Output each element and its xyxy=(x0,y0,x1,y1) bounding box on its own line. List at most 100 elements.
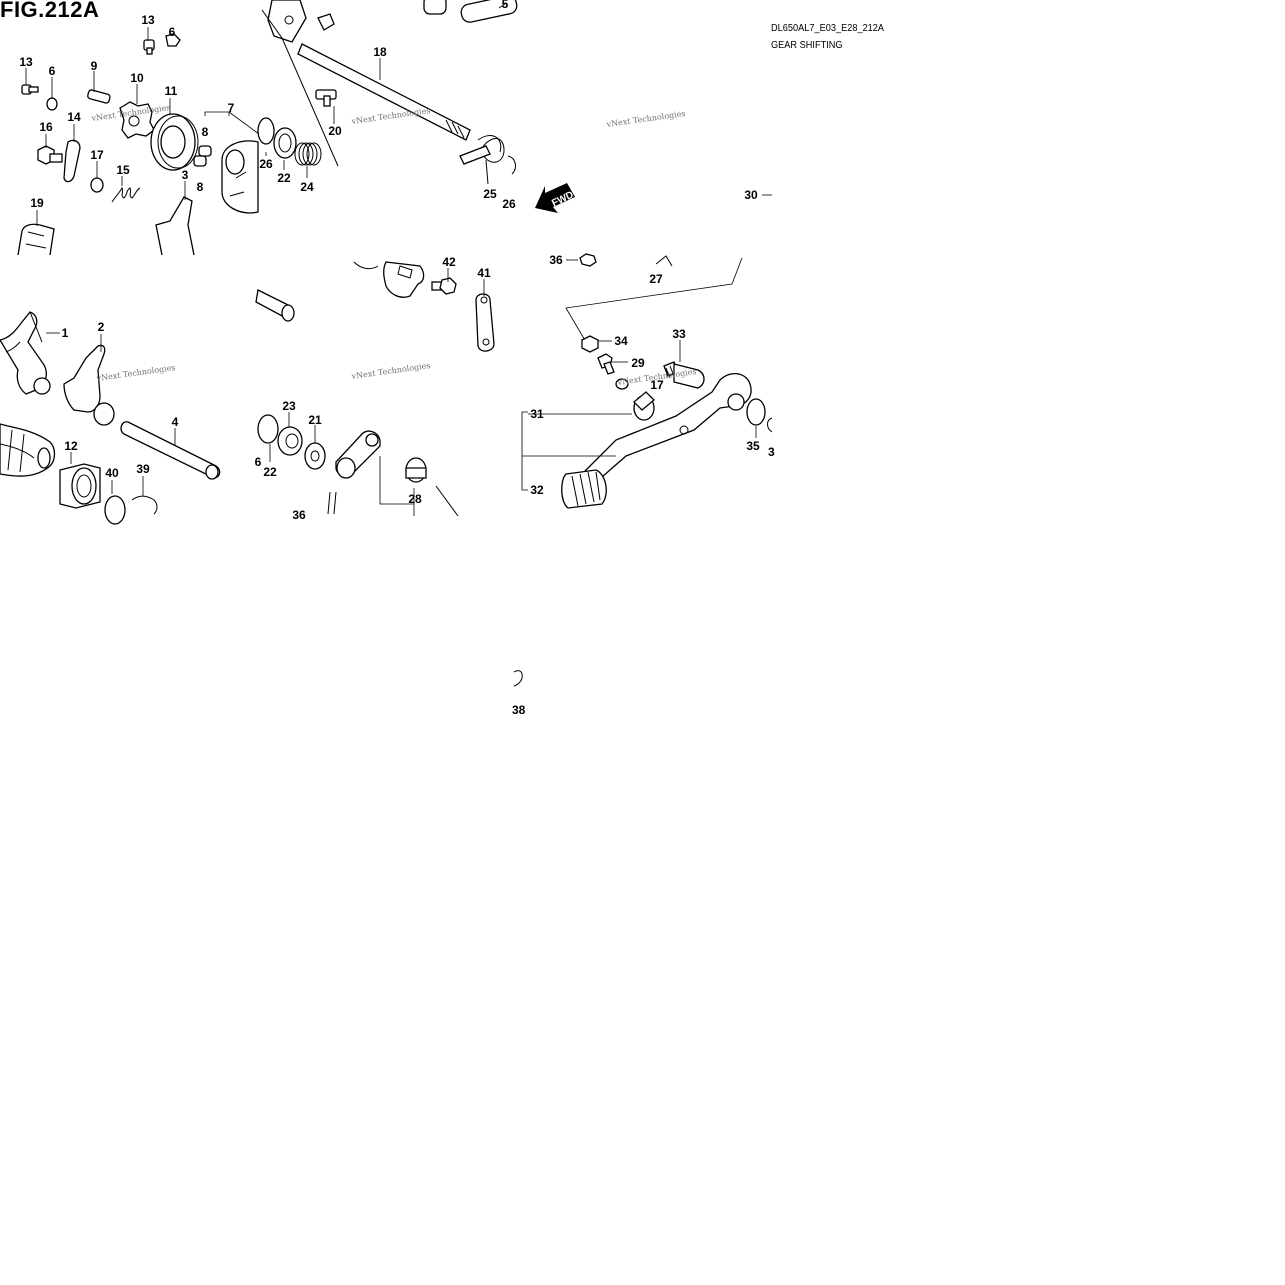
callout-21: 21 xyxy=(308,413,322,427)
stopper-arm-part xyxy=(63,139,81,183)
callout-2: 2 xyxy=(98,320,105,334)
callout-30: 30 xyxy=(744,188,758,202)
callout-23: 23 xyxy=(282,399,296,413)
watermark-text: vNext Technologies xyxy=(605,109,686,129)
tile-top-middle xyxy=(257,0,518,185)
fork-shaft-part xyxy=(120,421,221,480)
tile-middle-left xyxy=(0,311,221,525)
callout-36: 36 xyxy=(292,508,306,522)
gearshift-lever-part xyxy=(578,373,752,485)
shift-arm-clamp-part xyxy=(383,261,425,298)
bolt-part xyxy=(37,145,63,165)
pivot-bolt-part xyxy=(663,361,705,389)
callout-7: 7 xyxy=(228,101,235,115)
callout-3: 3 xyxy=(182,168,189,182)
callout-6: 6 xyxy=(169,25,176,39)
return-spring-part xyxy=(459,135,505,185)
callout-11: 11 xyxy=(165,84,178,98)
shift-drum-part xyxy=(0,423,56,477)
shift-rod-part xyxy=(655,255,673,267)
pin-part xyxy=(87,89,111,104)
bolt-part xyxy=(597,353,615,375)
callout-38: 38 xyxy=(512,703,526,717)
callout-17: 17 xyxy=(650,378,664,392)
callout-26: 26 xyxy=(259,157,273,171)
callout-42: 42 xyxy=(442,255,456,269)
callout-22: 22 xyxy=(263,465,277,479)
callout-15: 15 xyxy=(116,163,130,177)
gearshift-arm-part xyxy=(335,430,381,479)
callout-13: 13 xyxy=(19,55,33,69)
figure-code: DL650AL7_E03_E28_212A xyxy=(771,23,885,34)
tile-middle-right xyxy=(521,253,773,509)
callout-labels: 13 6 13 6 9 10 11 7 16 14 17 15 8 8 26 2… xyxy=(19,0,775,717)
oil-seal-part xyxy=(277,426,303,456)
callout-12: 12 xyxy=(64,439,78,453)
callout-41: 41 xyxy=(477,266,491,280)
callout-9: 9 xyxy=(91,59,98,73)
shift-fork-part xyxy=(155,196,195,256)
callout-13: 13 xyxy=(141,13,155,27)
callout-33: 33 xyxy=(672,327,686,341)
rod-joint-part xyxy=(405,457,427,483)
nut-part xyxy=(165,33,181,47)
collar-part xyxy=(423,0,447,15)
callout-17: 17 xyxy=(90,148,104,162)
callout-20: 20 xyxy=(328,124,342,138)
washer-part xyxy=(746,398,766,426)
callout-29: 29 xyxy=(631,356,645,370)
callout-3: 3 xyxy=(768,445,775,459)
callout-10: 10 xyxy=(130,71,144,85)
callout-6: 6 xyxy=(49,64,56,78)
circlip-part xyxy=(257,117,275,145)
callout-16: 16 xyxy=(39,120,53,134)
callout-24: 24 xyxy=(300,180,314,194)
washer-part xyxy=(273,127,297,159)
bolt-thread-part xyxy=(327,491,337,515)
nut-part xyxy=(615,378,629,390)
link-rod-part xyxy=(475,293,495,352)
tile-top-left xyxy=(17,27,260,256)
clip-part xyxy=(513,670,523,687)
retaining-clip-part xyxy=(131,495,158,515)
callout-26: 26 xyxy=(502,197,516,211)
bolt-part xyxy=(431,277,457,295)
oring-part xyxy=(507,155,516,175)
callout-14: 14 xyxy=(67,110,81,124)
nut-part xyxy=(581,335,599,353)
callout-28: 28 xyxy=(408,492,422,506)
washer-part xyxy=(104,495,126,525)
callout-35: 35 xyxy=(746,439,760,453)
watermark-text: vNext Technologies xyxy=(95,363,176,383)
callout-18: 18 xyxy=(373,45,387,59)
pin-part xyxy=(193,155,207,167)
callout-8: 8 xyxy=(197,180,204,194)
callout-36: 36 xyxy=(549,253,563,267)
callout-8: 8 xyxy=(202,125,209,139)
figure-title: FIG.212A xyxy=(0,0,100,22)
shift-fork-part xyxy=(63,344,115,426)
needle-bearing-part xyxy=(59,463,101,509)
callout-6: 6 xyxy=(255,455,262,469)
shift-cam-part xyxy=(221,140,259,214)
watermark-text: vNext Technologies xyxy=(350,106,431,126)
nut-part xyxy=(579,253,597,267)
callout-25: 25 xyxy=(483,187,497,201)
forward-arrow-icon: FWD xyxy=(535,183,575,213)
gearshift-arm-part xyxy=(267,0,335,43)
callout-4: 4 xyxy=(172,415,179,429)
shaft-part xyxy=(460,0,518,23)
gearshift-shaft-part xyxy=(297,43,471,141)
callout-31: 31 xyxy=(530,407,544,421)
washer-part xyxy=(90,177,104,193)
tile-middle-middle xyxy=(255,261,495,517)
callout-1: 1 xyxy=(62,326,69,340)
callout-40: 40 xyxy=(105,466,119,480)
callout-5: 5 xyxy=(502,0,509,11)
callout-32: 32 xyxy=(530,483,544,497)
shift-lever-part xyxy=(17,223,55,256)
pedal-rubber-part xyxy=(561,469,607,509)
callout-19: 19 xyxy=(30,196,44,210)
